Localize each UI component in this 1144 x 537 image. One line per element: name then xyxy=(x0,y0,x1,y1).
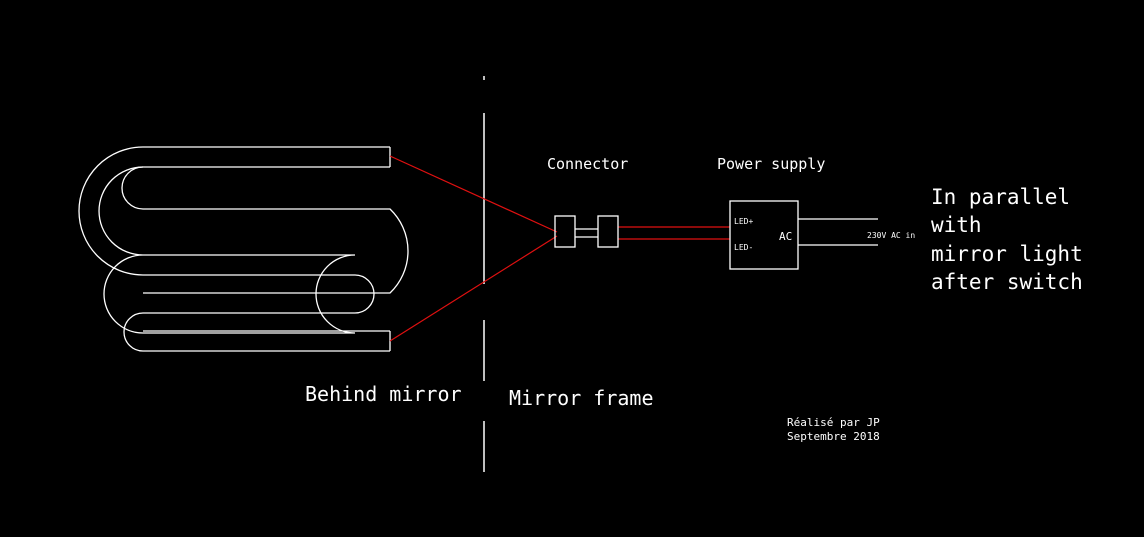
note-line-3: mirror light xyxy=(931,242,1083,266)
behind-mirror-label: Behind mirror xyxy=(305,382,462,406)
wires xyxy=(389,155,730,342)
connector-right-block xyxy=(597,215,619,248)
led-minus-label: LED- xyxy=(734,243,753,252)
note-line-2: with xyxy=(931,213,982,237)
parallel-note: In parallel with mirror light after swit… xyxy=(931,185,1083,294)
led-plus-label: LED+ xyxy=(734,217,753,226)
wire-top xyxy=(389,155,558,233)
credit-line-1: Réalisé par JP xyxy=(787,416,880,429)
led-strip-middle-outline xyxy=(121,166,409,294)
ac-label: AC xyxy=(779,230,792,243)
led-strip-inner-outline xyxy=(98,166,390,334)
power-supply-label: Power supply xyxy=(717,155,825,173)
mirror-frame-label: Mirror frame xyxy=(509,386,654,410)
led-strip-outer-outline xyxy=(78,146,390,352)
note-line-1: In parallel xyxy=(931,185,1070,209)
connector xyxy=(554,215,619,248)
led-strip xyxy=(78,146,409,352)
note-line-4: after switch xyxy=(931,270,1083,294)
wire-bottom xyxy=(389,235,558,342)
ac-input-label: 230V AC in xyxy=(867,231,915,240)
connector-label: Connector xyxy=(547,155,628,173)
ac-lines xyxy=(798,218,878,246)
credit-line-2: Septembre 2018 xyxy=(787,430,880,443)
connector-left-block xyxy=(554,215,576,248)
power-supply-box xyxy=(729,200,799,270)
